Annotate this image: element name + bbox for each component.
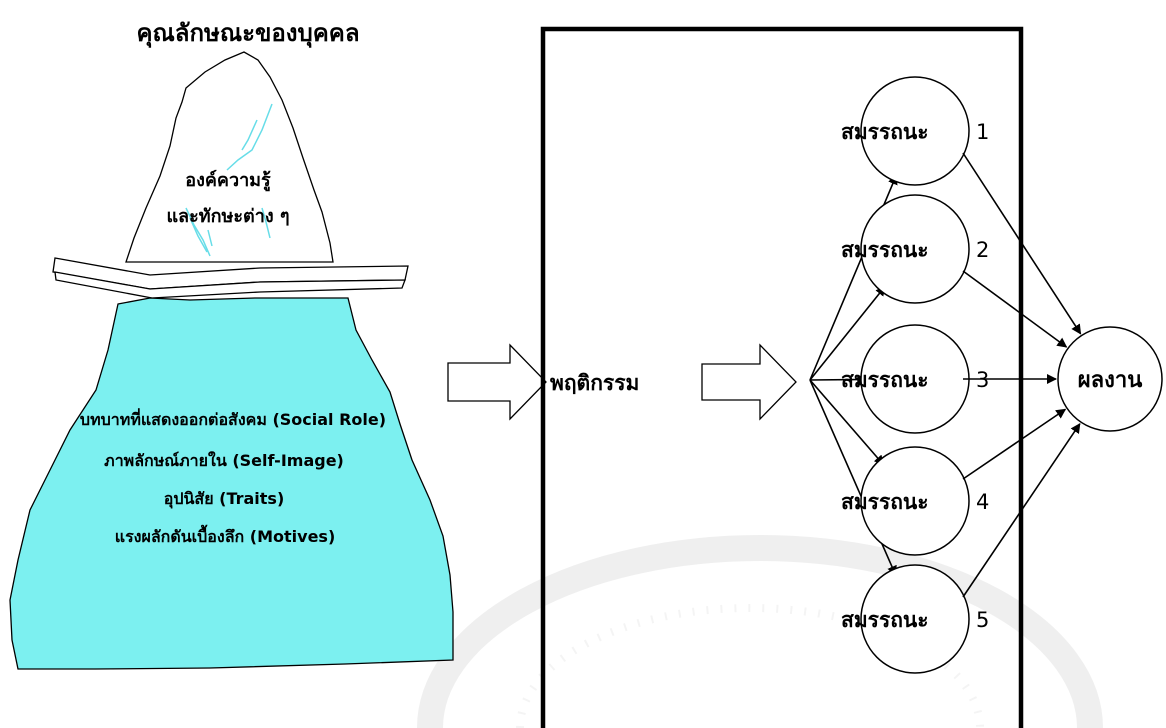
competency-label: สมรรถนะ	[841, 608, 929, 632]
submerged-line: บทบาทที่แสดงออกต่อสังคม (Social Role)	[80, 408, 386, 429]
submerged-line: อุปนิสัย (Traits)	[164, 489, 285, 509]
competency-node: สมรรถนะ 1	[841, 77, 989, 185]
competency-label: สมรรถนะ	[841, 368, 929, 392]
hollow-arrow-to-behavior	[448, 345, 546, 419]
iceberg-underwater	[10, 298, 453, 669]
competency-label: สมรรถนะ	[841, 120, 929, 144]
competency-node: สมรรถนะ 2	[841, 195, 989, 303]
surface-line: และทักษะต่าง ๆ	[166, 206, 289, 227]
competency-number: 4	[976, 490, 989, 514]
competency-node: สมรรถนะ 4	[841, 447, 989, 555]
competency-number: 3	[976, 368, 989, 392]
watermark-seal	[430, 548, 1090, 728]
submerged-line: แรงผลักดันเบื้องลึก (Motives)	[115, 524, 336, 546]
competency-label: สมรรถนะ	[841, 238, 929, 262]
iceberg-title: คุณลักษณะของบุคคล	[136, 19, 359, 49]
competency-number: 5	[976, 608, 989, 632]
behavior-label: พฤติกรรม	[550, 371, 639, 395]
competency-number: 1	[976, 120, 989, 144]
waterline-slab	[53, 258, 408, 298]
hollow-arrow-to-competencies	[702, 345, 796, 419]
output-arrow	[963, 271, 1066, 347]
surface-line: องค์ความรู้	[185, 169, 271, 192]
submerged-line: ภาพลักษณ์ภายใน (Self-Image)	[104, 451, 344, 470]
iceberg-tip	[126, 52, 333, 262]
output-label: ผลงาน	[1078, 368, 1143, 393]
competency-label: สมรรถนะ	[841, 490, 929, 514]
competency-number: 2	[976, 238, 989, 262]
